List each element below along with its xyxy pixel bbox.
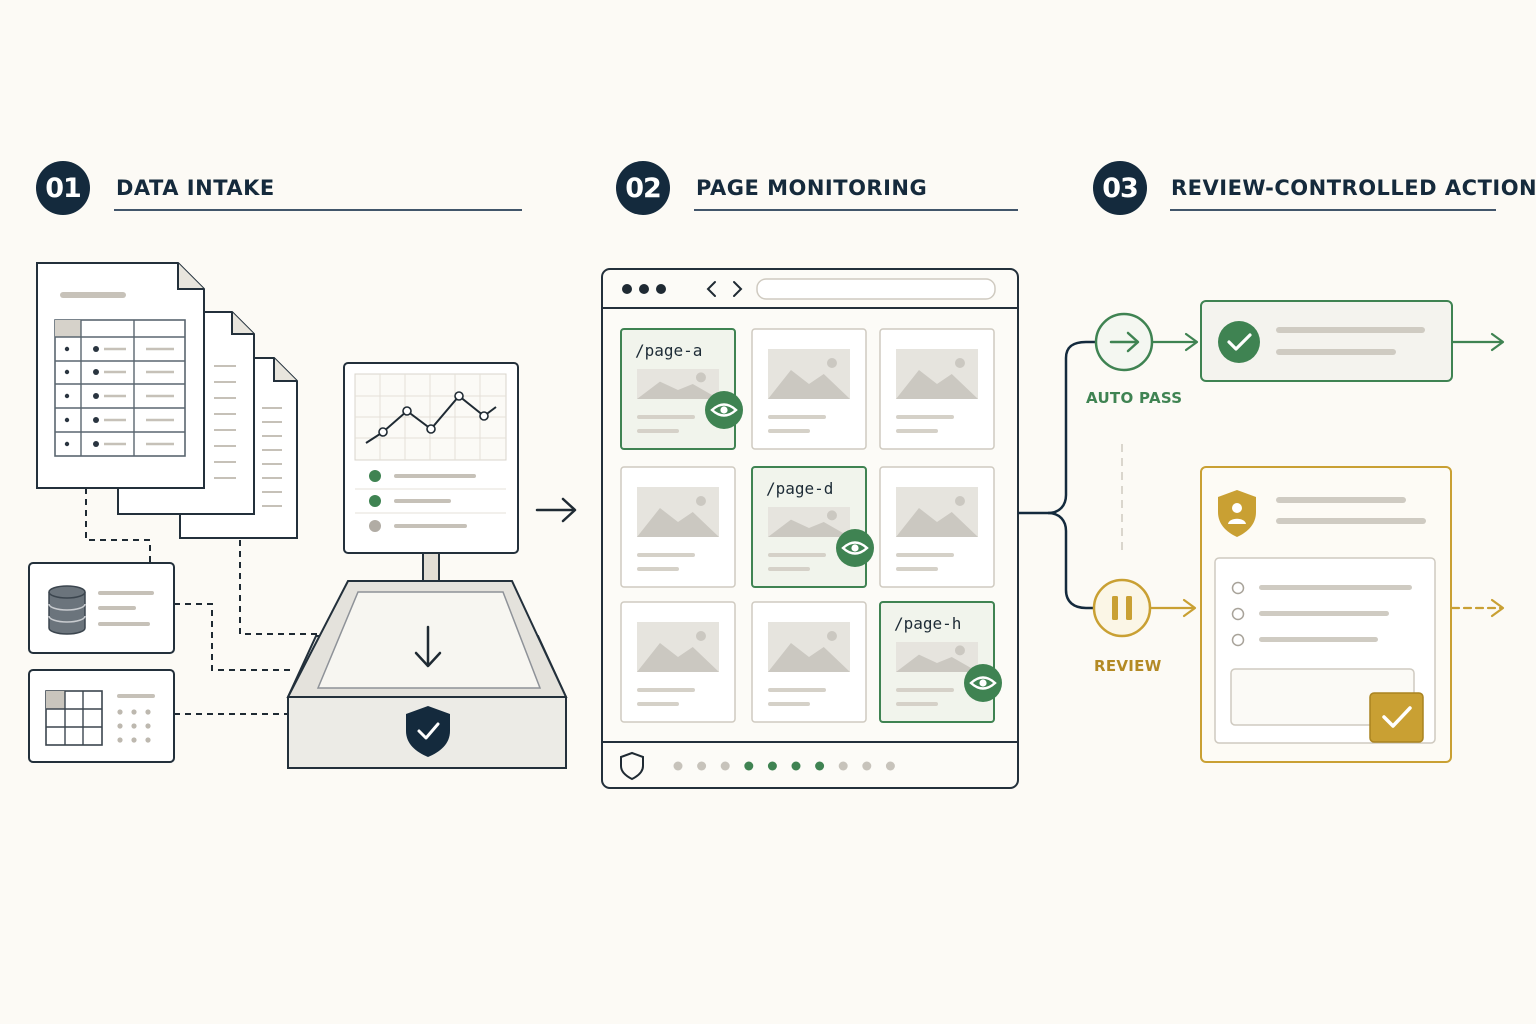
user-shield-icon — [1218, 490, 1256, 537]
database-card — [28, 562, 175, 654]
auto-pass-label: AUTO PASS — [1086, 389, 1183, 407]
step-title-data-intake: DATA INTAKE — [116, 176, 275, 200]
status-dot — [767, 761, 777, 771]
page-tile — [620, 466, 736, 588]
image-placeholder-icon — [637, 622, 719, 672]
status-dot — [838, 761, 848, 771]
status-dot — [673, 761, 683, 771]
intake-tray — [286, 580, 568, 769]
page-tile — [879, 328, 995, 450]
image-placeholder-icon — [637, 487, 719, 537]
image-placeholder-icon — [896, 487, 978, 537]
page-tile — [751, 328, 867, 450]
image-placeholder-icon — [896, 642, 978, 672]
page-tile — [751, 601, 867, 723]
arrow-right-icon — [1109, 331, 1140, 353]
shield-check-icon — [406, 706, 450, 757]
step-badge-1: 01 — [36, 161, 90, 215]
step-badge-3: 03 — [1093, 161, 1147, 215]
chart-monitor — [343, 362, 519, 582]
page-tile — [620, 328, 743, 450]
step-rule-3 — [1170, 209, 1496, 211]
step-rule-2 — [694, 209, 1018, 211]
branch-line-review — [1047, 511, 1096, 610]
status-dot — [791, 761, 801, 771]
page-tile — [879, 466, 995, 588]
page-label: /page-d — [766, 479, 834, 498]
status-dot — [744, 761, 754, 771]
chart-icon — [365, 391, 497, 444]
check-circle-icon — [1218, 321, 1260, 363]
auto-pass-card — [1200, 300, 1453, 382]
image-placeholder-icon — [768, 622, 850, 672]
checkbox-icon — [1369, 692, 1424, 743]
page-tile — [620, 601, 736, 723]
image-placeholder-icon — [896, 349, 978, 399]
page-label: /page-h — [894, 614, 962, 633]
branch-line-auto — [1018, 340, 1096, 515]
shield-icon — [620, 751, 644, 781]
status-dot — [885, 761, 895, 771]
status-dot — [862, 761, 872, 771]
eye-icon — [705, 391, 743, 429]
step-title-review-controlled-actions: REVIEW-CONTROLLED ACTIONS — [1171, 176, 1536, 200]
review-label: REVIEW — [1094, 657, 1162, 675]
status-dot — [815, 761, 825, 771]
chevron-right-icon — [733, 281, 743, 297]
database-icon — [48, 585, 86, 635]
status-dot — [697, 761, 707, 771]
flow-arrow-icon — [535, 497, 577, 523]
page-tile-grid — [620, 328, 1002, 723]
pause-icon — [1112, 596, 1132, 620]
eye-icon — [964, 664, 1002, 702]
status-dot-row — [673, 761, 895, 771]
review-card — [1200, 466, 1452, 763]
document-icon — [36, 262, 205, 489]
image-placeholder-icon — [768, 507, 850, 537]
page-tile — [751, 466, 874, 588]
chevron-left-icon — [706, 281, 716, 297]
image-placeholder-icon — [637, 369, 719, 399]
grid-icon — [45, 690, 103, 746]
grid-card — [28, 669, 175, 763]
eye-icon — [836, 529, 874, 567]
review-node — [1092, 578, 1152, 638]
intake-connectors — [85, 488, 318, 715]
step-badge-2: 02 — [616, 161, 670, 215]
status-dot — [720, 761, 730, 771]
page-label: /page-a — [635, 341, 703, 360]
down-arrow-icon — [414, 625, 442, 668]
image-placeholder-icon — [768, 349, 850, 399]
step-rule-1 — [114, 209, 522, 211]
step-title-page-monitoring: PAGE MONITORING — [696, 176, 928, 200]
auto-pass-node — [1094, 312, 1154, 372]
page-tile — [879, 601, 1002, 723]
